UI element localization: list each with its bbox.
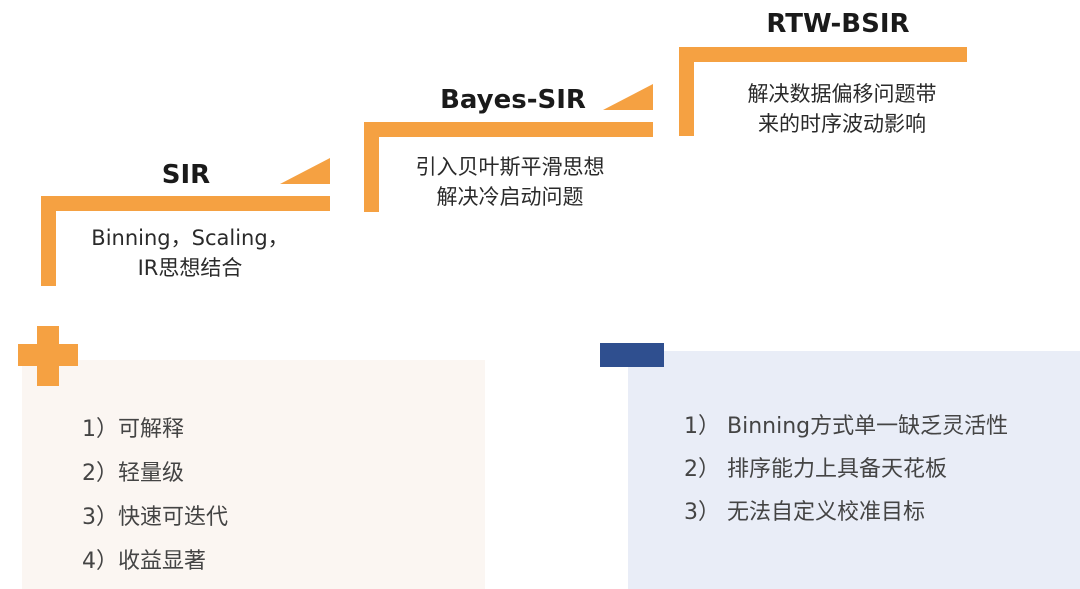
stage-rtw-bsir-description: 解决数据偏移问题带 来的时序波动影响 <box>717 79 967 139</box>
stage-sir-step <box>41 196 330 211</box>
stage-bayes-sir-step <box>364 122 653 137</box>
disadvantage-item: 2） 排序能力上具备天花板 <box>684 457 947 482</box>
advantage-item: 3）快速可迭代 <box>82 505 228 530</box>
stage-sir-description: Binning，Scaling， IR思想结合 <box>70 223 310 283</box>
stage-rtw-bsir-step <box>679 47 967 62</box>
disadvantage-item: 1） Binning方式单一缺乏灵活性 <box>684 414 1009 439</box>
advantage-item: 4）收益显著 <box>82 549 206 574</box>
stage-sir-corner-triangle <box>280 158 330 184</box>
advantages-list: 1）可解释 2）轻量级 3）快速可迭代 4）收益显著 <box>82 408 228 584</box>
stage-sir-riser <box>41 196 56 286</box>
stage-sir-desc-line: Binning，Scaling， <box>91 226 289 250</box>
stage-rtw-bsir-title: RTW-BSIR <box>766 9 910 39</box>
disadvantage-item: 3） 无法自定义校准目标 <box>684 500 925 525</box>
advantages-panel <box>22 360 485 589</box>
stage-bayes-sir-description: 引入贝叶斯平滑思想 解决冷启动问题 <box>385 152 635 212</box>
stage-bayes-sir-desc-line: 引入贝叶斯平滑思想 <box>415 155 605 179</box>
stage-rtw-bsir-desc-line: 解决数据偏移问题带 <box>747 82 937 106</box>
stage-sir-desc-line: IR思想结合 <box>137 256 243 280</box>
disadvantages-panel <box>628 351 1080 589</box>
advantage-item: 2）轻量级 <box>82 461 184 486</box>
stage-bayes-sir-riser <box>364 122 379 212</box>
stage-bayes-sir-title: Bayes-SIR <box>440 85 586 115</box>
advantage-item: 1）可解释 <box>82 417 184 442</box>
stage-sir-title: SIR <box>161 160 211 190</box>
disadvantages-list: 1） Binning方式单一缺乏灵活性 2） 排序能力上具备天花板 3） 无法自… <box>684 405 1008 534</box>
stage-rtw-bsir-desc-line: 来的时序波动影响 <box>758 112 926 136</box>
plus-icon-vertical <box>37 326 59 386</box>
stage-bayes-sir-corner-triangle <box>603 84 653 110</box>
minus-icon <box>600 343 664 367</box>
stage-bayes-sir-desc-line: 解决冷启动问题 <box>436 185 584 209</box>
stage-rtw-bsir-riser <box>679 47 694 136</box>
